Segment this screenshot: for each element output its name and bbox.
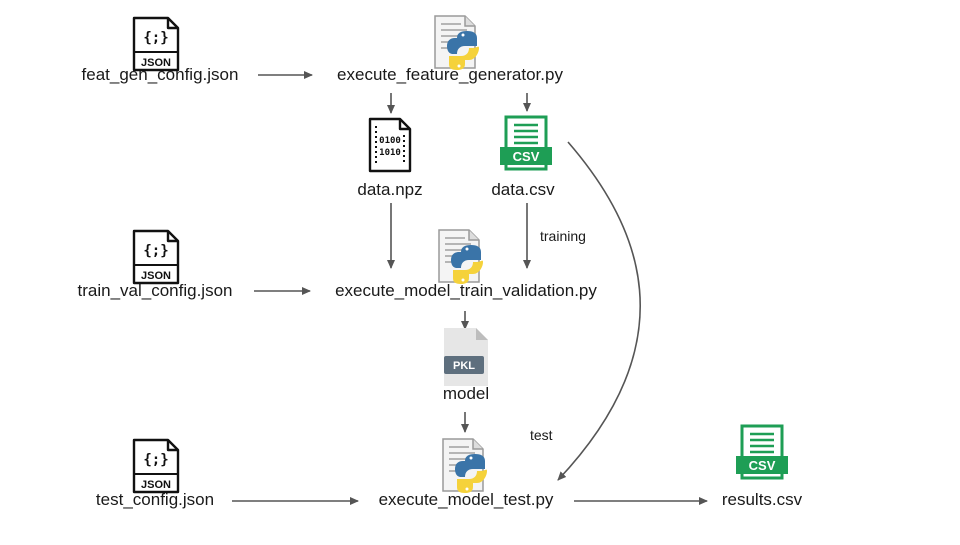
csv-file-icon <box>734 424 790 480</box>
python-file-icon <box>434 15 480 71</box>
edge-csv-to-test <box>557 141 641 481</box>
node-model: model <box>442 384 490 403</box>
pkl-file-icon <box>444 328 488 386</box>
python-file-icon <box>442 438 488 494</box>
binary-file-icon <box>368 117 412 173</box>
json-file-icon <box>132 16 180 72</box>
node-data-csv: data.csv <box>491 180 555 199</box>
csv-file-icon <box>498 115 554 171</box>
edge-label-training: training <box>540 228 586 244</box>
node-execute-model-train-validation: execute_model_train_validation.py <box>335 281 597 300</box>
node-results-csv: results.csv <box>721 490 803 509</box>
node-feat-gen-config: feat_gen_config.json <box>81 65 239 84</box>
python-file-icon <box>438 229 484 285</box>
node-train-val-config: train_val_config.json <box>77 281 233 300</box>
node-execute-model-test: execute_model_test.py <box>378 490 554 509</box>
json-file-icon <box>132 438 180 494</box>
node-execute-feature-generator: execute_feature_generator.py <box>337 65 563 84</box>
edge-label-test: test <box>530 427 553 443</box>
edges <box>232 71 708 505</box>
json-file-icon <box>132 229 180 285</box>
node-data-npz: data.npz <box>357 180 423 199</box>
node-test-config: test_config.json <box>95 490 215 509</box>
